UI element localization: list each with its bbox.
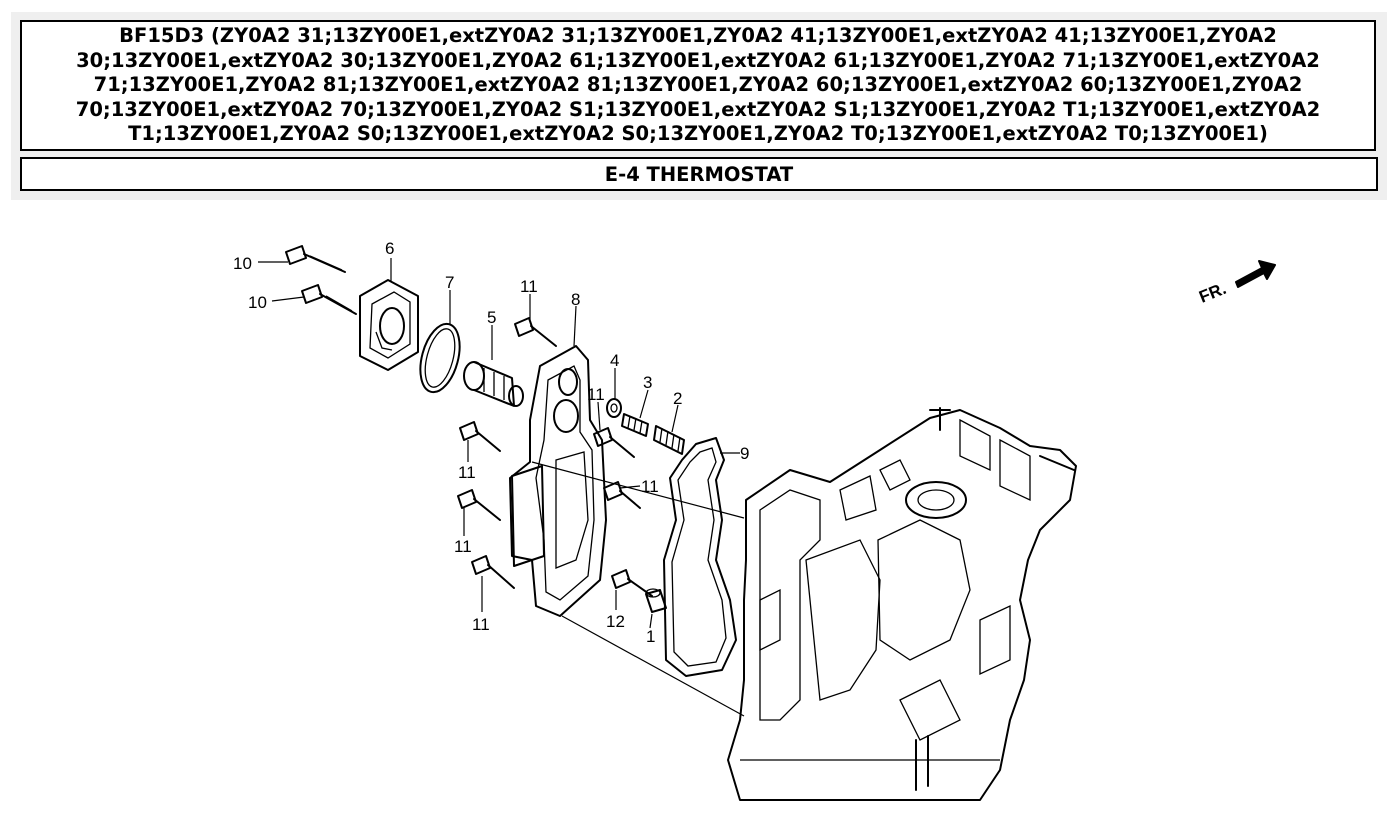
model-title: BF15D3 (ZY0A2 31;13ZY00E1,extZY0A2 31;13… xyxy=(75,24,1321,146)
front-direction-label: FR. xyxy=(1196,279,1229,307)
callout-6: 6 xyxy=(385,239,394,258)
thermostat-cover-part-6 xyxy=(359,279,419,371)
front-direction-arrow-icon xyxy=(1235,260,1276,288)
o-ring-part-7 xyxy=(419,322,461,394)
gasket-part-9 xyxy=(663,437,737,677)
callout-2: 2 xyxy=(673,389,682,408)
callout-12: 12 xyxy=(606,612,625,631)
callout-4: 4 xyxy=(610,351,619,370)
callout-3: 3 xyxy=(643,373,652,392)
callout-5: 5 xyxy=(487,308,496,327)
bolt-part-11-c xyxy=(459,421,501,452)
diagram-canvas: FR. xyxy=(233,239,1276,801)
callout-10-upper: 10 xyxy=(233,254,252,273)
callout-11-top: 11 xyxy=(520,277,538,296)
bolt-part-10-upper xyxy=(285,245,346,273)
bolt-part-11-b xyxy=(593,427,635,458)
section-title: E-4 THERMOSTAT xyxy=(604,162,794,186)
callout-7: 7 xyxy=(445,273,454,292)
bolt-part-11-a xyxy=(514,317,557,347)
bolt-part-11-f xyxy=(471,555,515,589)
callout-11-left-middle: 11 xyxy=(454,537,472,556)
collar-part-1 xyxy=(645,588,667,613)
exploded-parts-diagram: FR. xyxy=(0,200,1399,818)
bolt-part-11-e xyxy=(457,489,501,521)
callout-11-right: 11 xyxy=(641,477,659,496)
nut-part-4 xyxy=(606,398,622,418)
spring-part-2 xyxy=(653,425,685,455)
callout-10-lower: 10 xyxy=(248,293,267,312)
leader-lines xyxy=(258,258,745,717)
thermostat-housing-part-8 xyxy=(509,345,607,617)
callout-11-left-lower: 11 xyxy=(472,615,490,634)
section-title-box: E-4 THERMOSTAT xyxy=(20,157,1378,191)
callout-1: 1 xyxy=(646,627,655,646)
model-title-box: BF15D3 (ZY0A2 31;13ZY00E1,extZY0A2 31;13… xyxy=(20,20,1376,151)
callout-8: 8 xyxy=(571,290,580,309)
thermostat-part-5 xyxy=(463,361,524,407)
engine-block xyxy=(727,407,1077,801)
callout-11-left-upper: 11 xyxy=(458,463,476,482)
screw-part-3 xyxy=(621,413,649,437)
callout-9: 9 xyxy=(740,444,749,463)
callout-11-middle: 11 xyxy=(587,385,605,404)
bolt-part-10-lower xyxy=(301,284,357,315)
